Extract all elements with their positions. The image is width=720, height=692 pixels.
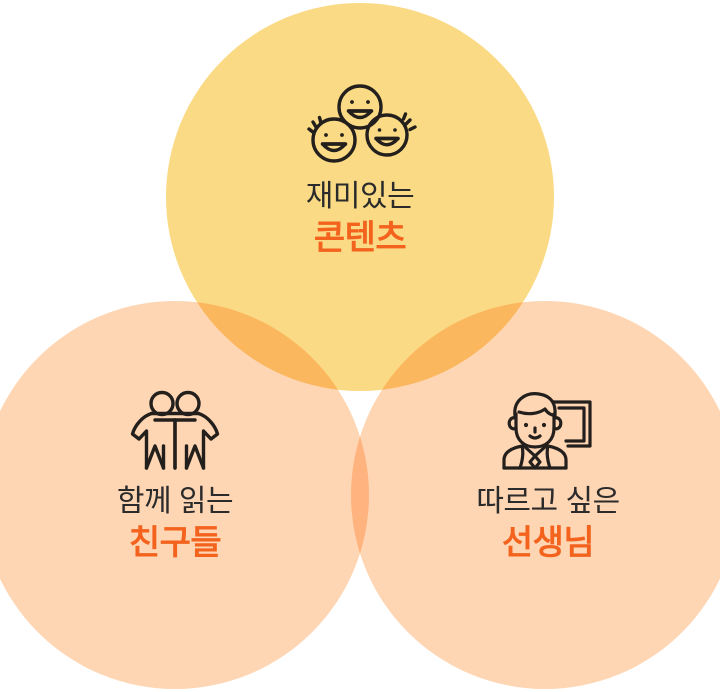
venn-label-accent-contents: 콘텐츠: [313, 218, 407, 257]
venn-lobe-contents: 재미있는 콘텐츠: [230, 80, 490, 259]
three-smiley-faces-icon: [230, 80, 490, 172]
venn-lobe-friends: 함께 읽는 친구들: [45, 385, 305, 564]
venn-label-primary-contents: 재미있는: [305, 180, 415, 213]
venn-label-primary-teacher: 따르고 싶은: [476, 485, 620, 518]
venn-lobe-teacher: 따르고 싶은 선생님: [418, 385, 678, 564]
venn-label-accent-friends: 친구들: [128, 523, 222, 562]
teacher-with-board-icon: [418, 385, 678, 477]
two-people-icon: [45, 385, 305, 477]
venn-label-primary-friends: 함께 읽는: [116, 485, 234, 518]
venn-label-accent-teacher: 선생님: [501, 523, 595, 562]
venn-circle-friends: [0, 301, 369, 689]
venn-circle-teacher: [351, 301, 720, 689]
